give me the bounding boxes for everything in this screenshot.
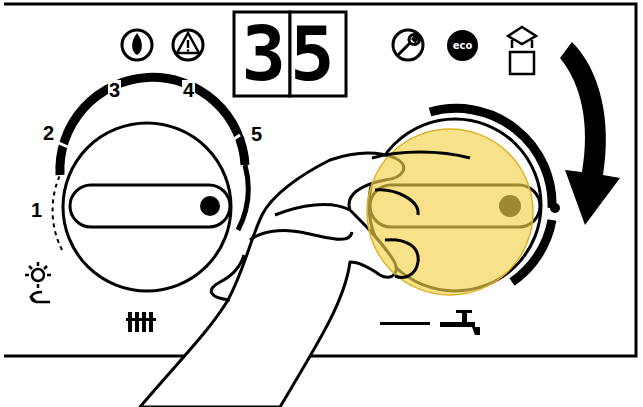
tap-icon: [380, 310, 480, 335]
highlight-circle: [367, 129, 533, 295]
wrench-icon: [393, 30, 423, 60]
dial-number: 1: [30, 200, 43, 220]
button-label: eco: [453, 41, 473, 51]
dial-number: 5: [250, 124, 263, 144]
hat-icon: [508, 27, 536, 74]
dial-number: 3: [108, 80, 121, 100]
hand: [140, 153, 404, 407]
dial-number: 4: [182, 80, 195, 100]
temperature-dial: [52, 77, 248, 291]
fingers-on-knob: [372, 152, 470, 277]
flame-icon: [122, 30, 152, 60]
dial-number: 2: [42, 123, 55, 143]
rotation-arrow: [560, 42, 620, 225]
eco-button: eco: [447, 30, 478, 61]
summer-mode-icon: [25, 262, 51, 302]
radiator-icon: [126, 312, 156, 332]
warning-icon: [173, 30, 203, 60]
digital-display: 35: [234, 12, 346, 96]
display-digits: 35: [241, 17, 338, 91]
